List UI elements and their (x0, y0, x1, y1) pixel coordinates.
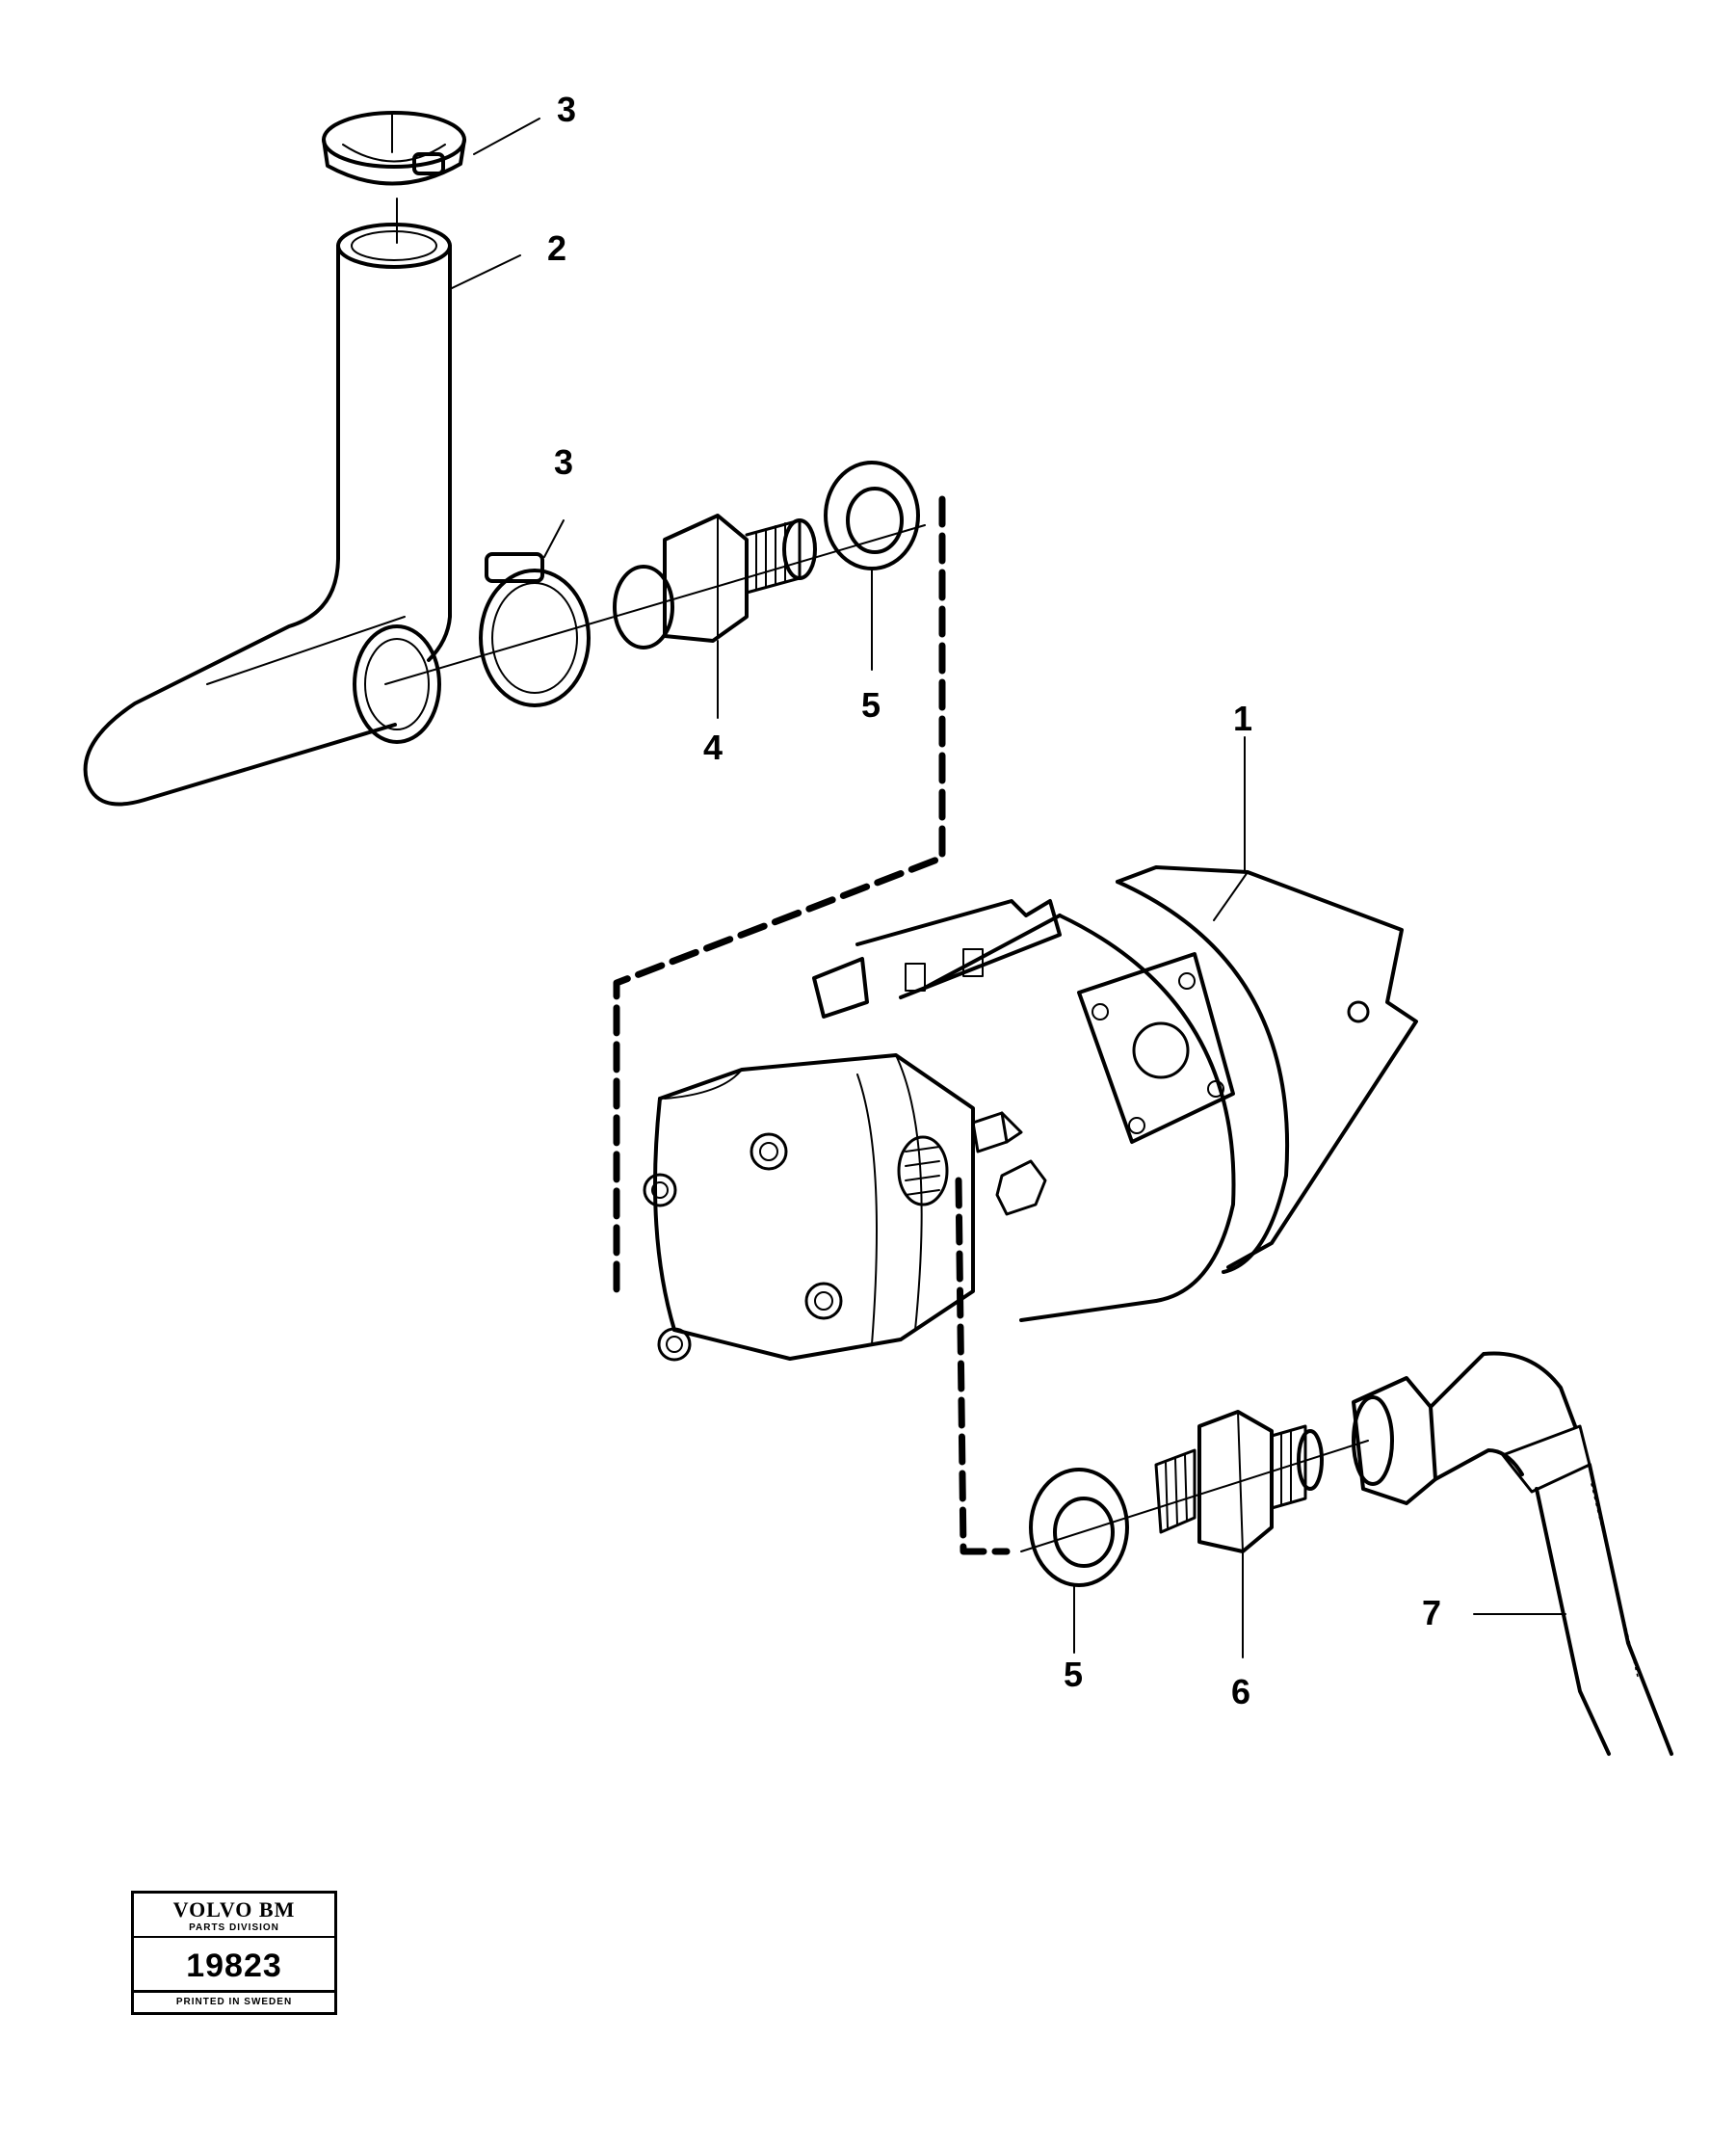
stamp-printed: PRINTED IN SWEDEN (134, 1990, 334, 2012)
callout-2: 2 (547, 228, 567, 268)
hose-clamp-middle (479, 519, 591, 707)
assembly-axis-upper (384, 524, 926, 685)
hydraulic-pump (643, 736, 1418, 1362)
parts-division-stamp: VOLVO BM PARTS DIVISION 19823 PRINTED IN… (131, 1891, 337, 2015)
callout-5-bottom: 5 (1064, 1655, 1084, 1694)
sealing-washer-upper (824, 461, 920, 671)
callout-1: 1 (1233, 699, 1253, 738)
sealing-washer-lower (1029, 1468, 1129, 1654)
callout-4: 4 (703, 728, 723, 767)
callout-3-top: 3 (557, 90, 577, 129)
stamp-divider (134, 1936, 334, 1938)
stamp-brand: VOLVO BM (172, 1897, 296, 1922)
stamp-division: PARTS DIVISION (189, 1922, 279, 1933)
callout-6: 6 (1231, 1672, 1251, 1711)
hose-clamp-top (322, 111, 540, 186)
adapter-fitting-lower (1154, 1410, 1324, 1658)
callout-7: 7 (1422, 1593, 1442, 1632)
dashed-link-lower (955, 1177, 1011, 1555)
callout-3-middle: 3 (554, 442, 574, 482)
callout-5-top: 5 (861, 685, 881, 725)
hose-with-elbow (1352, 1351, 1673, 1756)
dashed-link-upper (613, 495, 946, 1295)
stamp-number: 19823 (186, 1948, 282, 1984)
adapter-fitting-upper (613, 514, 817, 719)
hose-pipe (83, 223, 521, 807)
